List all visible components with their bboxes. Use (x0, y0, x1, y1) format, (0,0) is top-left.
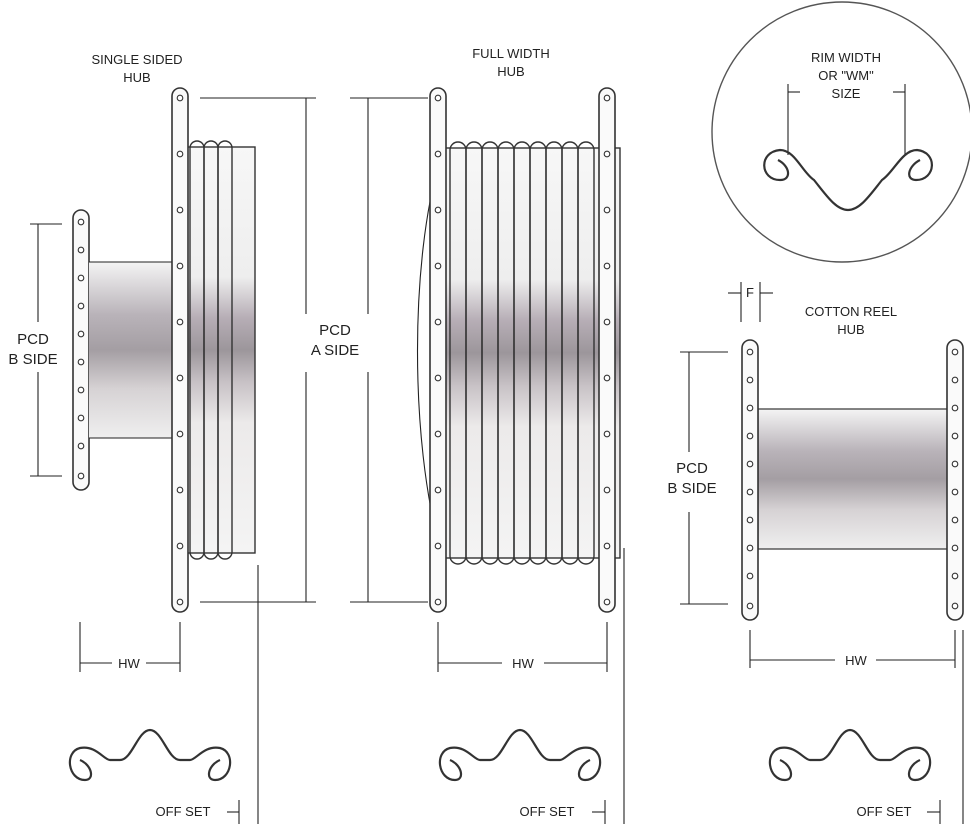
b-side-flange-holes (77, 218, 85, 480)
single-sided-offset-label: OFF SET (156, 804, 211, 819)
cotton-reel-rim-profile (768, 728, 932, 782)
full-width-rim-profile (438, 728, 602, 782)
single-sided-title-line1: SINGLE SIDED (91, 52, 182, 67)
cotton-reel-title-line1: COTTON REEL (805, 304, 897, 319)
single-sided-hw-label: HW (118, 656, 140, 671)
cotton-reel-right-flange (946, 339, 964, 621)
single-sided-title-line2: HUB (123, 70, 150, 85)
rim-detail-line2: OR "WM" (818, 68, 874, 83)
full-width-pcd-line1: PCD (319, 322, 351, 339)
cotton-reel-left-flange (741, 339, 759, 621)
full-width-left-flange-holes (434, 94, 442, 606)
full-width-hub: FULL WIDTH HUB (200, 46, 625, 824)
rim-detail-profile (763, 148, 933, 212)
rim-detail-line1: RIM WIDTH (811, 50, 881, 65)
single-sided-hub: SINGLE SIDED HUB (8, 52, 259, 824)
cotton-reel-hub: F COTTON REEL HUB PCD B SIDE (667, 282, 964, 824)
cotton-reel-barrel (757, 408, 949, 550)
full-width-left-flange (429, 87, 447, 613)
full-width-title-line2: HUB (497, 64, 524, 79)
cotton-reel-offset-label: OFF SET (857, 804, 912, 819)
full-width-right-flange-holes (603, 94, 611, 606)
single-sided-pcd-line1: PCD (17, 331, 49, 348)
cotton-reel-left-flange-holes (746, 348, 754, 610)
a-side-flange (171, 87, 189, 613)
full-width-offset-label: OFF SET (520, 804, 575, 819)
rim-detail-line3: SIZE (832, 86, 861, 101)
cotton-reel-pcd-line2: B SIDE (667, 480, 716, 497)
rim-width-detail: RIM WIDTH OR "WM" SIZE (711, 1, 970, 263)
full-width-pcd-line2: A SIDE (311, 342, 359, 359)
cotton-reel-f-label: F (746, 285, 754, 300)
single-sided-pcd-line2: B SIDE (8, 351, 57, 368)
a-side-flange-holes (176, 94, 184, 606)
full-width-hw-label: HW (512, 656, 534, 671)
single-sided-rim-profile (68, 728, 232, 782)
cotton-reel-right-flange-holes (951, 348, 959, 610)
full-width-right-flange (598, 87, 616, 613)
full-width-title-line1: FULL WIDTH (472, 46, 550, 61)
rim-detail-circle (711, 1, 970, 263)
cotton-reel-pcd-line1: PCD (676, 460, 708, 477)
cotton-reel-title-line2: HUB (837, 322, 864, 337)
full-width-ribs (449, 141, 595, 565)
single-sided-barrel (89, 262, 173, 438)
single-sided-ribbed-body (184, 146, 256, 554)
cotton-reel-hw-label: HW (845, 653, 867, 668)
